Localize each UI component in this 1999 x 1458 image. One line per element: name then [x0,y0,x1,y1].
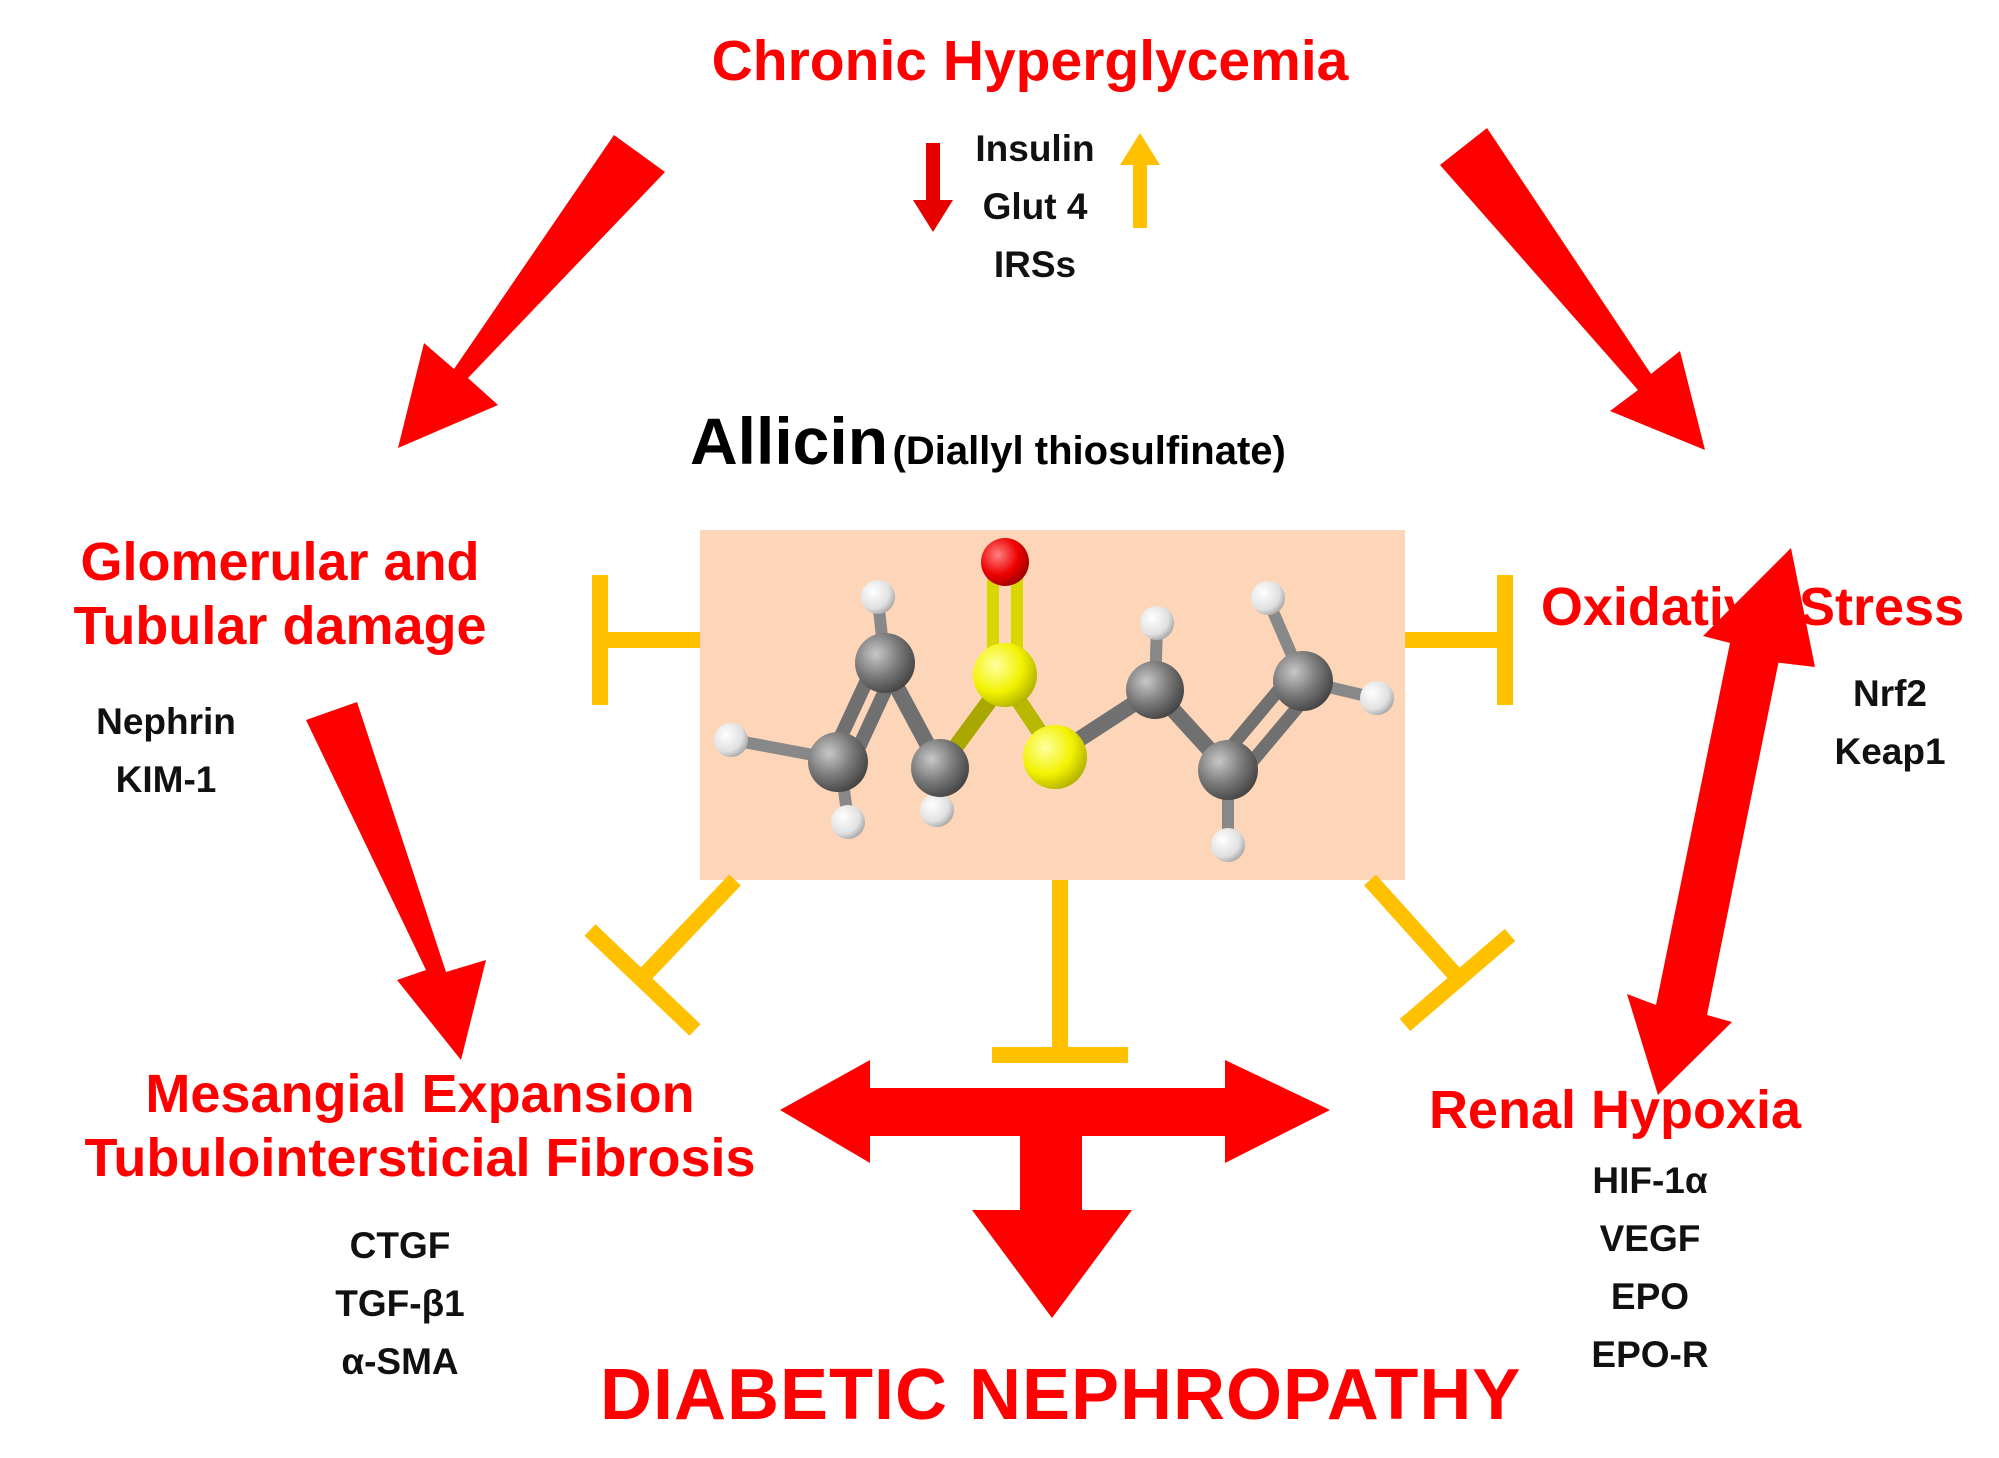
arrow-left-down [306,702,486,1060]
title-chronic-hyperglycemia: Chronic Hyperglycemia [711,29,1349,93]
marker-glut4: Glut 4 [982,186,1088,227]
carbon-atom [911,739,969,797]
marker-keap1: Keap1 [1834,731,1946,772]
mesangial-expansion: Mesangial Expansion Tubulointersticial F… [30,1062,810,1190]
marker-ctgf: CTGF [349,1225,451,1266]
carbon-atom [808,732,868,792]
glomerular-tubular-damage: Glomerular and Tubular damage [20,530,540,658]
hypoxia-markers: HIF-1α VEGF EPO EPO-R [1550,1152,1750,1384]
marker-irss: IRSs [993,244,1077,285]
inhibit-lower-left-line [634,874,741,986]
hydrogen-atom [1360,681,1394,715]
oxygen-atom [981,538,1029,586]
arrow-horizontal-double [780,1060,1330,1163]
arrow-title-to-left [398,135,665,448]
marker-tgf-b1: TGF-β1 [335,1283,465,1324]
hydrogen-atom [831,805,865,839]
mesangial-markers: CTGF TGF-β1 α-SMA [300,1217,500,1391]
renal-hypoxia: Renal Hypoxia [1428,1080,1802,1140]
carbon-atom [855,633,915,693]
carbon-atom [1126,661,1184,719]
glomerular-title-line1: Glomerular and [80,532,480,592]
sulfur-atom [973,643,1037,707]
oxidative-markers: Nrf2 Keap1 [1800,665,1980,781]
arrow-title-to-right [1440,128,1705,450]
sulfur-atom [1023,725,1087,789]
marker-kim1: KIM-1 [115,759,217,800]
mesangial-title-line1: Mesangial Expansion [145,1064,695,1124]
hydrogen-atom [1211,828,1245,862]
oxidative-stress: Oxidative Stress [1540,577,1965,637]
molecule-atoms [714,538,1394,862]
marker-insulin: Insulin [975,128,1095,169]
inhibit-lower-right-line [1364,874,1466,986]
allicin-subtitle: (Diallyl thiosulfinate) [892,429,1286,473]
arrow-up-small-icon [1120,133,1160,228]
marker-epo-r: EPO-R [1591,1334,1709,1375]
inhibit-lower-right-bar [1399,928,1516,1032]
outcome-diabetic-nephropathy: DIABETIC NEPHROPATHY [600,1355,1522,1435]
inhibition-lines [584,575,1516,1063]
marker-nephrin: Nephrin [96,701,236,742]
allicin-heading: Allicin (Diallyl thiosulfinate) [690,405,1410,477]
hydrogen-atom [920,793,954,827]
arrow-right-double [1627,548,1815,1095]
arrow-down-outcome [972,1136,1132,1318]
marker-nrf2: Nrf2 [1852,673,1928,714]
hydrogen-atom [861,580,895,614]
hydrogen-atom [1251,581,1285,615]
carbon-atom [1273,651,1333,711]
marker-epo: EPO [1610,1276,1690,1317]
hydrogen-atom [714,723,748,757]
allicin-name: Allicin [690,404,889,478]
mesangial-title-line2: Tubulointersticial Fibrosis [84,1128,756,1188]
marker-hif1a: HIF-1α [1592,1160,1708,1201]
insulin-markers: Insulin Glut 4 IRSs [950,120,1120,294]
carbon-atom [1198,740,1258,800]
marker-vegf: VEGF [1599,1218,1701,1259]
marker-a-sma: α-SMA [341,1341,459,1382]
hydrogen-atom [1140,606,1174,640]
glomerular-markers: Nephrin KIM-1 [66,693,266,809]
arrow-down-small-icon [913,143,953,232]
inhibit-lower-left-bar [584,924,701,1036]
glomerular-title-line2: Tubular damage [73,596,487,656]
